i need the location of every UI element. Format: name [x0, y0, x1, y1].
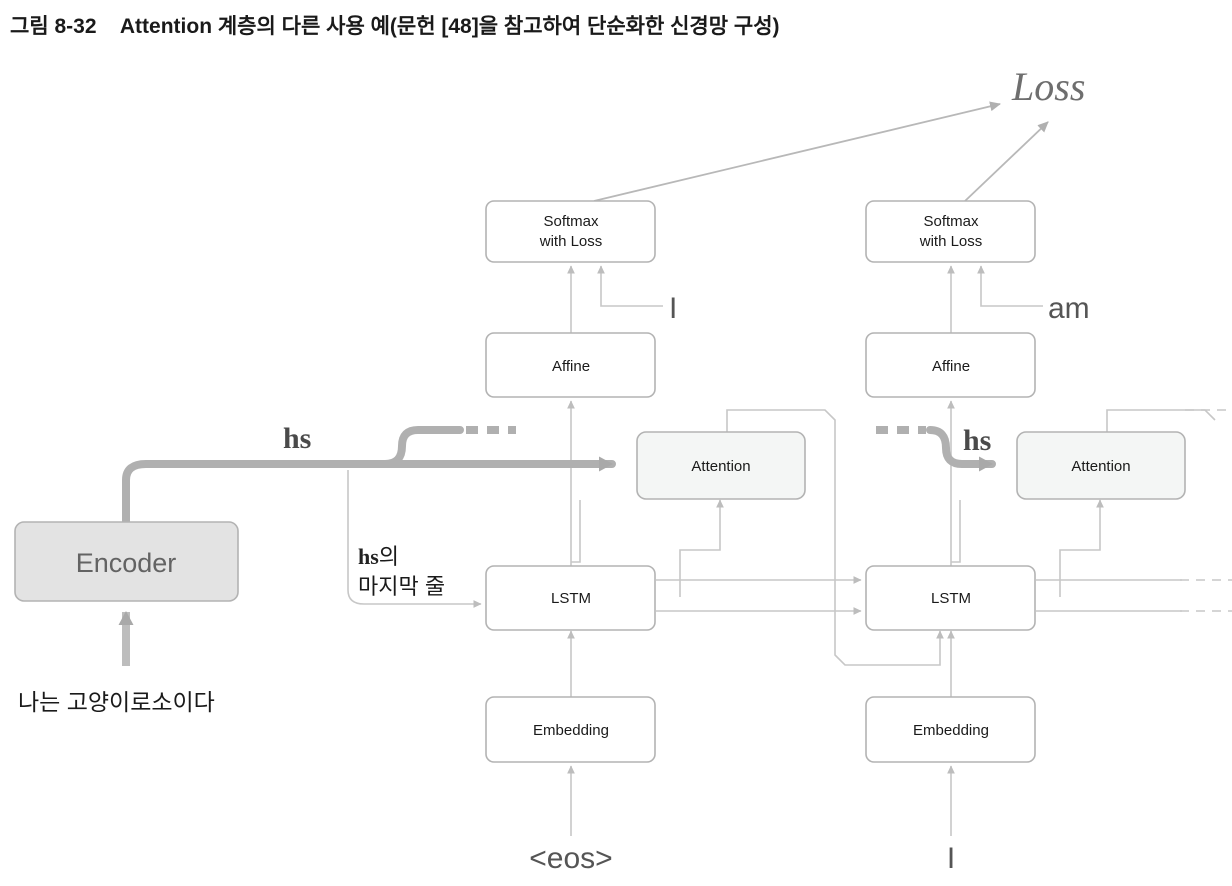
lstm-label-1: LSTM	[551, 590, 591, 607]
hs-last-row-suffix: 의	[379, 544, 399, 569]
edge-lstm2-to-attention2	[1059, 499, 1104, 597]
hs-branch-riser-1	[381, 426, 464, 468]
softmax-label-2-line2: with Loss	[919, 233, 983, 250]
encoder-label: Encoder	[76, 548, 177, 578]
dashed-continuations	[1180, 409, 1232, 612]
loss-arrows	[593, 101, 1049, 202]
svg-text:hs의: hs의	[358, 544, 399, 569]
affine-label-1: Affine	[552, 358, 590, 375]
teacher-label-1: I	[669, 292, 677, 325]
edge-attention1-to-lstm2	[726, 409, 944, 666]
edge-softmax2-to-loss	[964, 121, 1049, 202]
edge-teacher2-to-softmax2	[977, 265, 1043, 307]
hs-label-1: hs	[283, 422, 311, 455]
affine-label-2: Affine	[932, 358, 970, 375]
hs-lastrow-connector	[347, 470, 482, 608]
embedding-label-1: Embedding	[533, 722, 609, 739]
hs-label-2: hs	[963, 424, 991, 457]
hs-main-bus	[122, 456, 616, 526]
hs-bus	[122, 426, 616, 526]
edge-teacher1-to-softmax1	[597, 265, 663, 307]
softmax-box-1[interactable]: Softmax with Loss	[485, 200, 656, 263]
hs-bus-2	[926, 426, 996, 472]
hs-last-row-line2: 마지막 줄	[358, 574, 445, 599]
loss-label: Loss	[1011, 64, 1085, 109]
embedding-label-2: Embedding	[913, 722, 989, 739]
softmax-box-2[interactable]: Softmax with Loss	[865, 200, 1036, 263]
edge-lstm1-to-attention1	[679, 499, 724, 597]
lstm-box-2[interactable]: LSTM	[865, 565, 1036, 631]
teacher-label-2: am	[1048, 292, 1090, 325]
softmax-label-2-line1: Softmax	[923, 213, 979, 230]
lstm-label-2: LSTM	[931, 590, 971, 607]
hs-last-row-prefix: hs	[358, 544, 379, 569]
affine-box-1[interactable]: Affine	[485, 332, 656, 398]
edge-attention1-context-to-affine1	[571, 500, 581, 563]
hs-branch-riser-2	[926, 426, 996, 472]
hs-last-row-label: hs의 마지막 줄	[358, 544, 445, 599]
encoder-box[interactable]: Encoder	[14, 521, 239, 602]
figure-number: 그림 8-32	[10, 15, 97, 38]
edge-attention2-out-right	[1106, 409, 1216, 432]
attention-box-2[interactable]: Attention	[1016, 431, 1186, 500]
decoder-input-label-2: I	[947, 842, 955, 875]
figure-caption: 그림 8-32 Attention 계층의 다른 사용 예(문헌 [48]을 참…	[10, 10, 780, 40]
embedding-box-1[interactable]: Embedding	[485, 696, 656, 763]
lstm-box-1[interactable]: LSTM	[485, 565, 656, 631]
encoder-input-label: 나는 고양이로소이다	[18, 689, 215, 715]
attention-label-2: Attention	[1071, 458, 1130, 475]
connector-lines	[567, 265, 1216, 836]
edge-softmax1-to-loss	[593, 101, 1001, 202]
attention-box-1[interactable]: Attention	[636, 431, 806, 500]
softmax-label-1-line2: with Loss	[539, 233, 603, 250]
softmax-label-1-line1: Softmax	[543, 213, 599, 230]
affine-box-2[interactable]: Affine	[865, 332, 1036, 398]
embedding-box-2[interactable]: Embedding	[865, 696, 1036, 763]
decoder-input-label-1: <eos>	[529, 842, 612, 875]
attention-label-1: Attention	[691, 458, 750, 475]
edge-attention2-context-to-affine2	[951, 500, 961, 563]
figure-title: Attention 계층의 다른 사용 예(문헌 [48]을 참고하여 단순화한…	[119, 15, 780, 38]
